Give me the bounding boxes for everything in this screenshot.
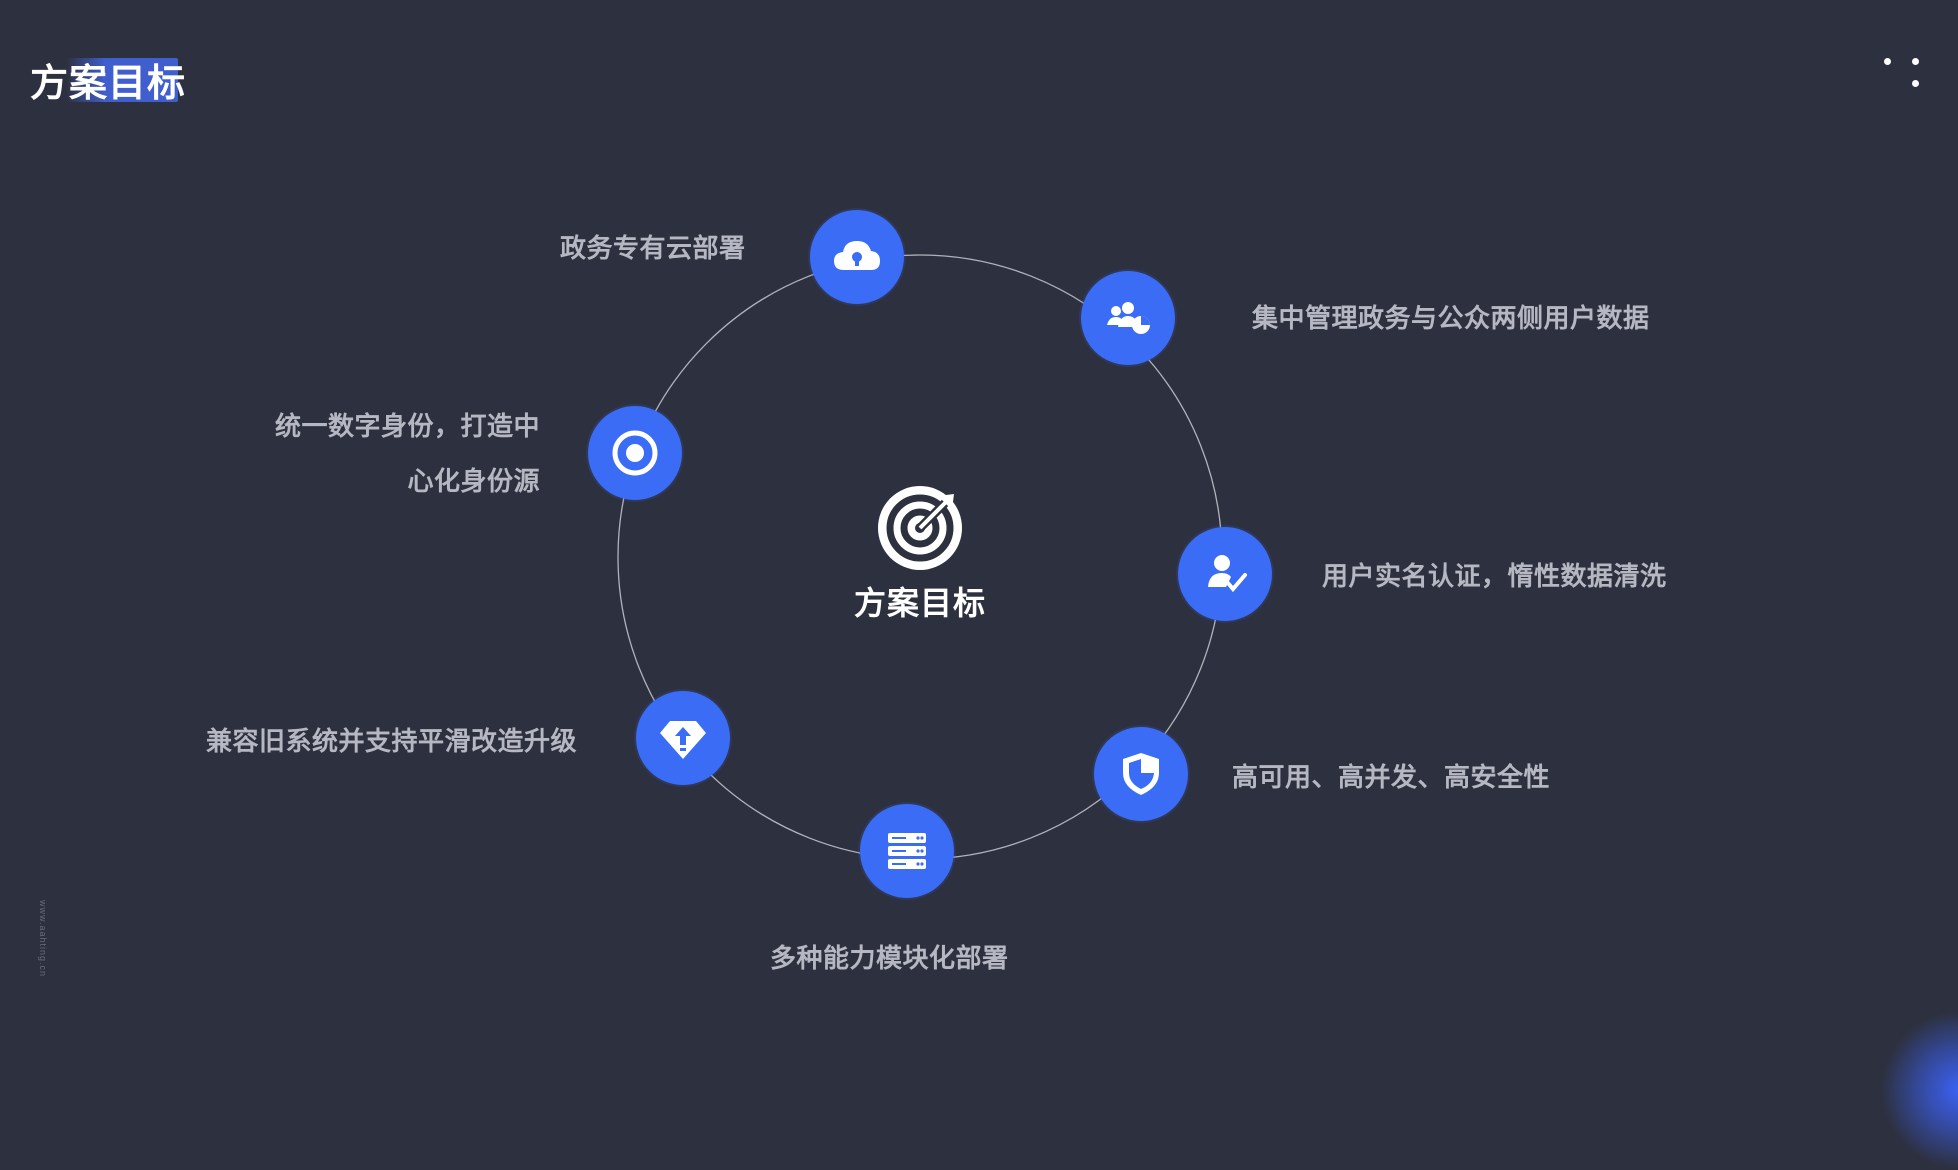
goal-label-identity-line2: 心化身份源	[407, 467, 540, 497]
goal-node-cloud[interactable]	[810, 210, 904, 304]
center-label: 方案目标	[853, 584, 986, 622]
goal-label-diamond: 兼容旧系统并支持平滑改造升级	[206, 727, 578, 757]
user-check-icon	[1208, 555, 1247, 593]
goal-label-user-check: 用户实名认证，惰性数据清洗	[1322, 562, 1667, 592]
orbit-ring	[617, 254, 1223, 860]
goal-node-users[interactable]	[1081, 271, 1175, 365]
goal-node-user-check[interactable]	[1178, 527, 1272, 621]
cloud-lock-icon	[834, 241, 880, 270]
goal-label-shield: 高可用、高并发、高安全性	[1232, 763, 1551, 793]
target-dot-icon	[612, 430, 658, 476]
users-chart-icon	[1107, 302, 1150, 334]
goal-label-identity-line1: 统一数字身份，打造中	[274, 412, 540, 442]
server-icon	[888, 833, 926, 869]
goal-node-server[interactable]	[860, 804, 954, 898]
diamond-upload-icon	[660, 721, 706, 759]
more-dots-icon[interactable]	[1882, 56, 1922, 90]
goal-label-server: 多种能力模块化部署	[770, 944, 1009, 974]
goal-node-shield[interactable]	[1094, 727, 1188, 821]
goal-node-identity[interactable]	[588, 406, 682, 500]
title-highlight	[66, 58, 178, 102]
target-arrow-icon	[878, 486, 962, 570]
goal-label-identity: 统一数字身份，打造中 心化身份源	[240, 400, 540, 510]
goal-label-cloud: 政务专有云部署	[560, 234, 746, 264]
vertical-watermark-text: www.aahting.cn	[38, 900, 48, 978]
goal-label-users: 集中管理政务与公众两侧用户数据	[1252, 304, 1650, 334]
shield-icon	[1123, 753, 1159, 795]
page-title: 方案目标	[30, 61, 187, 105]
goal-node-diamond[interactable]	[636, 691, 730, 785]
